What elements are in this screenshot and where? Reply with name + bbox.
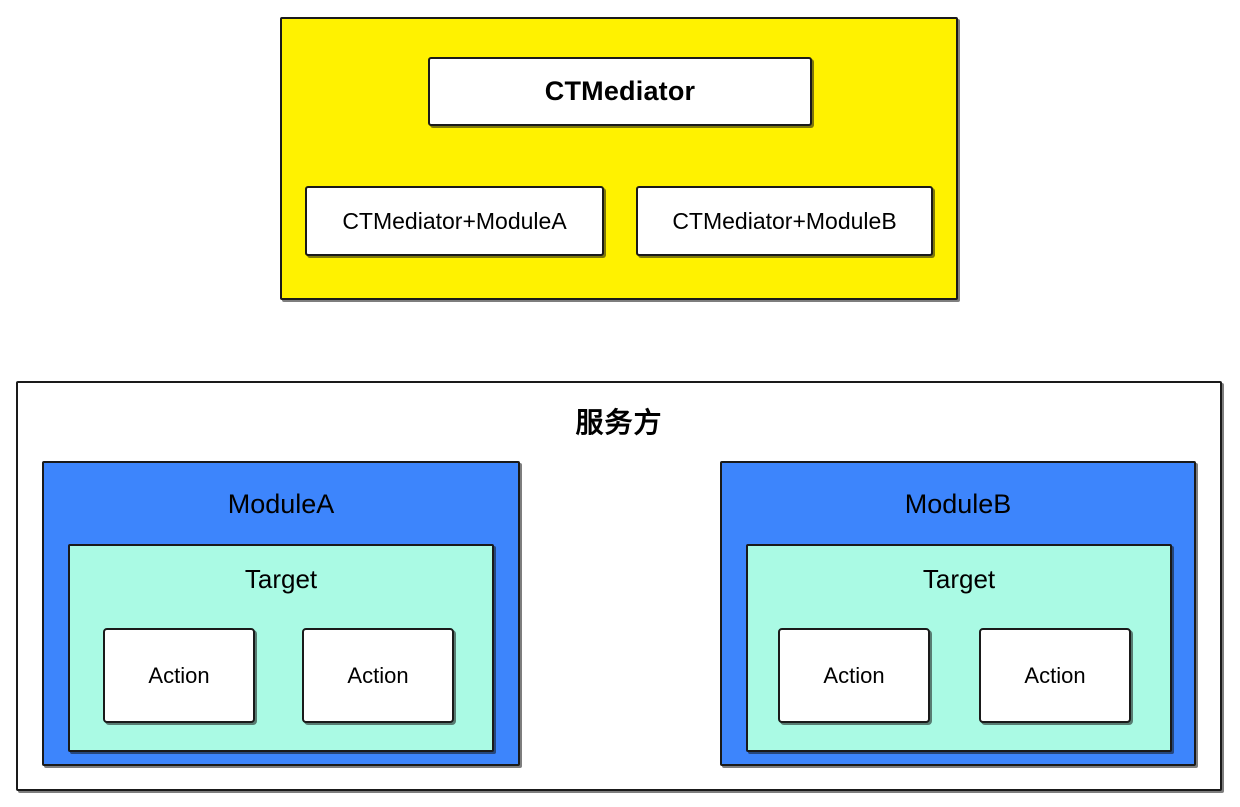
module-b-label: ModuleB xyxy=(904,489,1012,519)
module-b-action-2[interactable]: Action xyxy=(979,628,1131,723)
module-b-action-1[interactable]: Action xyxy=(778,628,930,723)
module-a-action-1[interactable]: Action xyxy=(103,628,255,723)
module-a-target-label: Target xyxy=(244,564,318,594)
ctmediator-category-modulea-node[interactable]: CTMediator+ModuleA xyxy=(305,186,604,256)
ctmediator-node[interactable]: CTMediator xyxy=(428,57,812,126)
service-provider-title: 服务方 xyxy=(575,407,663,438)
module-a-action-2[interactable]: Action xyxy=(302,628,454,723)
module-b-target-label: Target xyxy=(922,564,996,594)
module-a-label: ModuleA xyxy=(227,489,335,519)
ctmediator-category-moduleb-node[interactable]: CTMediator+ModuleB xyxy=(636,186,933,256)
